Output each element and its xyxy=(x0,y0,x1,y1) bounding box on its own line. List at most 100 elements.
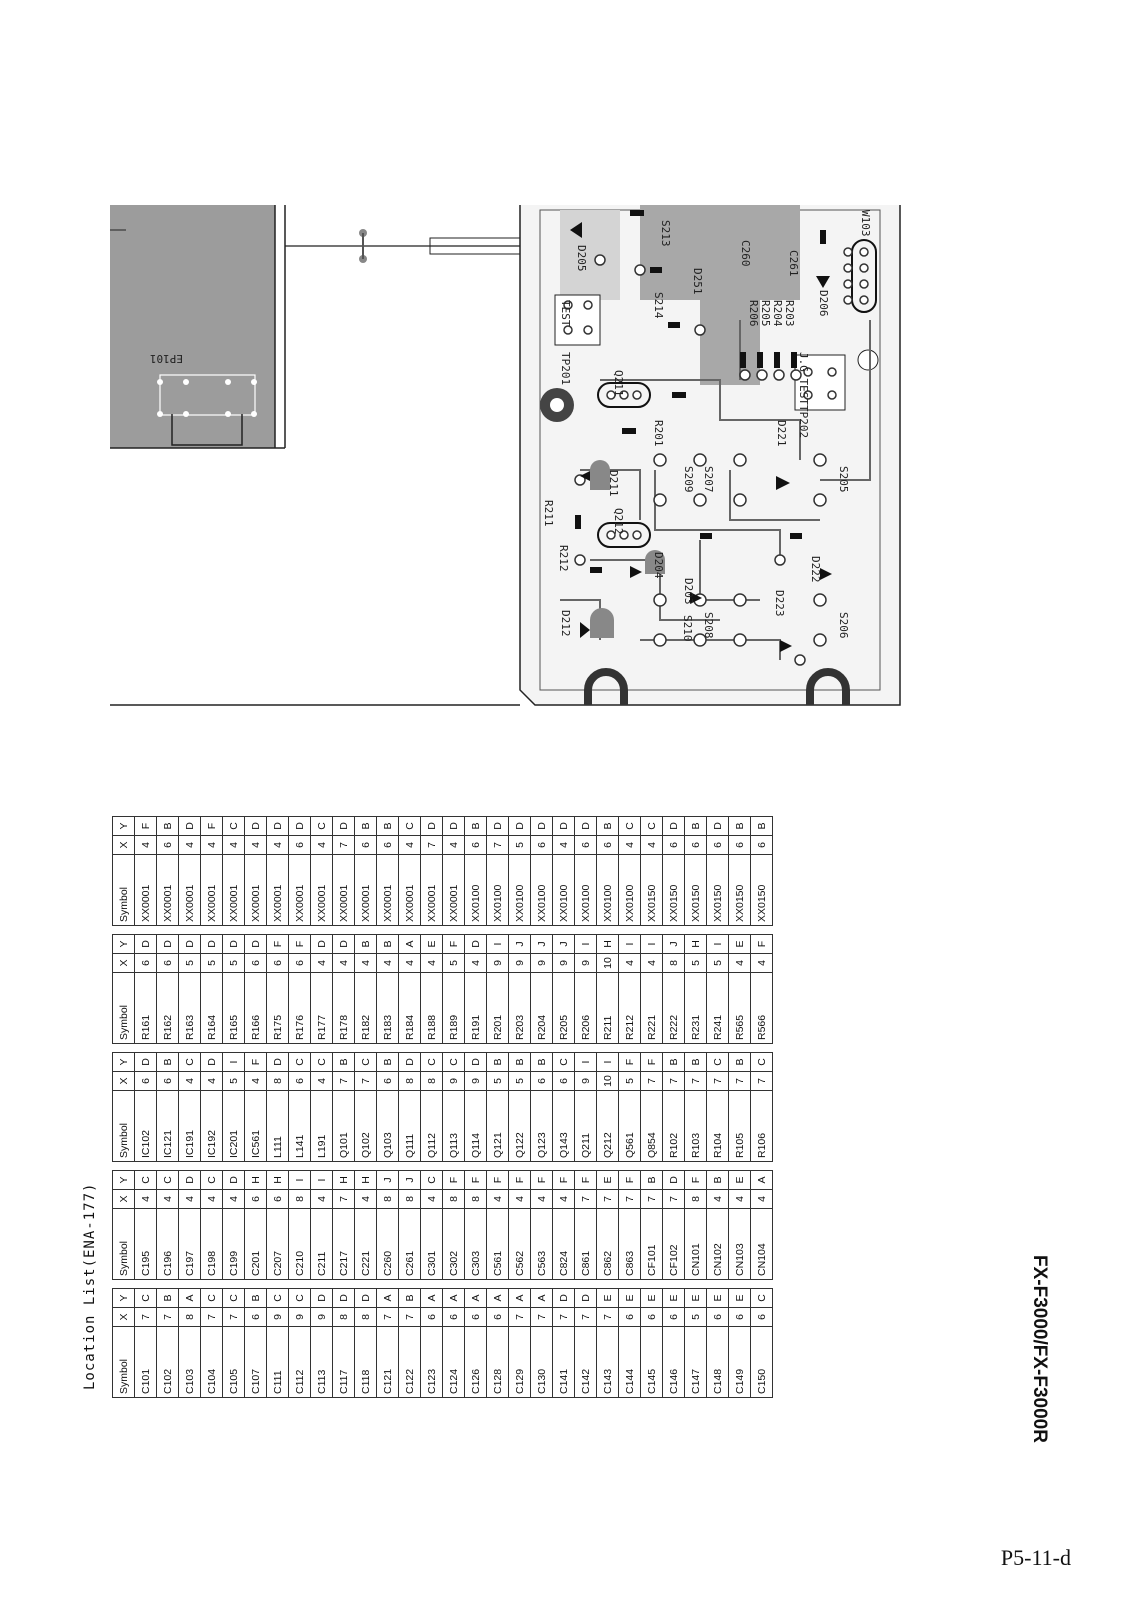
symbol-cell: R166 xyxy=(244,972,267,1044)
page-number: P5-11-d xyxy=(1000,1545,1071,1570)
y-cell: B xyxy=(596,816,619,836)
x-cell: 9 xyxy=(442,1071,465,1091)
x-cell: 4 xyxy=(508,1189,531,1209)
x-cell: 6 xyxy=(156,1071,179,1091)
symbol-cell: R175 xyxy=(266,972,289,1044)
x-cell: 4 xyxy=(156,1189,179,1209)
x-cell: 5 xyxy=(706,953,729,973)
y-cell: D xyxy=(574,1288,597,1308)
symbol-cell: R104 xyxy=(706,1090,729,1162)
x-cell: 10 xyxy=(596,953,619,973)
symbol-cell: Q111 xyxy=(398,1090,421,1162)
x-cell: 9 xyxy=(552,953,575,973)
y-cell: B xyxy=(662,1052,685,1072)
x-cell: 6 xyxy=(574,835,597,855)
symbol-cell: XX0150 xyxy=(684,854,707,926)
symbol-cell: C117 xyxy=(332,1326,355,1398)
y-cell: I xyxy=(288,1170,311,1190)
y-cell: D xyxy=(134,934,157,954)
y-cell: I xyxy=(310,1170,333,1190)
symbol-cell: R201 xyxy=(486,972,509,1044)
y-cell: D xyxy=(266,1052,289,1072)
symbol-cell: C121 xyxy=(376,1326,399,1398)
x-cell: 4 xyxy=(706,1189,729,1209)
x-cell: 7 xyxy=(640,1071,663,1091)
symbol-cell: C221 xyxy=(354,1208,377,1280)
x-cell: 8 xyxy=(684,1189,707,1209)
y-cell: C xyxy=(706,1052,729,1072)
x-cell: 6 xyxy=(706,1307,729,1327)
symbol-cell: R222 xyxy=(662,972,685,1044)
x-cell: 4 xyxy=(244,1071,267,1091)
y-cell: D xyxy=(200,934,223,954)
y-cell: E xyxy=(596,1170,619,1190)
y-cell: F xyxy=(552,1170,575,1190)
pcb-label-d204: D204 xyxy=(652,552,665,579)
symbol-cell: R203 xyxy=(508,972,531,1044)
symbol-cell: C105 xyxy=(222,1326,245,1398)
y-cell: H xyxy=(266,1170,289,1190)
x-cell: 6 xyxy=(244,1307,267,1327)
x-cell: 7 xyxy=(332,1071,355,1091)
symbol-cell: C563 xyxy=(530,1208,553,1280)
pcb-label-c261: C261 xyxy=(787,250,800,277)
x-cell: 8 xyxy=(288,1189,311,1209)
y-cell: D xyxy=(486,816,509,836)
symbol-cell: C113 xyxy=(310,1326,333,1398)
x-cell: 7 xyxy=(200,1307,223,1327)
pcb-label-ep101: EP101 xyxy=(150,352,183,365)
x-cell: 7 xyxy=(156,1307,179,1327)
y-cell: B xyxy=(354,934,377,954)
x-cell: 6 xyxy=(134,1071,157,1091)
x-cell: 4 xyxy=(750,953,773,973)
x-cell: 7 xyxy=(332,835,355,855)
x-cell: 4 xyxy=(178,1071,201,1091)
y-cell: C xyxy=(178,1052,201,1072)
x-cell: 4 xyxy=(552,1189,575,1209)
symbol-cell: IC192 xyxy=(200,1090,223,1162)
x-cell: 7 xyxy=(134,1307,157,1327)
column-header-x: X xyxy=(112,1189,135,1209)
x-cell: 6 xyxy=(156,953,179,973)
symbol-cell: C111 xyxy=(266,1326,289,1398)
x-cell: 4 xyxy=(464,953,487,973)
y-cell: F xyxy=(618,1052,641,1072)
symbol-cell: R177 xyxy=(310,972,333,1044)
x-cell: 6 xyxy=(464,835,487,855)
symbol-cell: CF101 xyxy=(640,1208,663,1280)
y-cell: F xyxy=(134,816,157,836)
pcb-label-q211: Q211 xyxy=(612,370,625,397)
symbol-cell: XX0001 xyxy=(156,854,179,926)
column-header-y: Y xyxy=(112,1170,135,1190)
symbol-cell: R176 xyxy=(288,972,311,1044)
